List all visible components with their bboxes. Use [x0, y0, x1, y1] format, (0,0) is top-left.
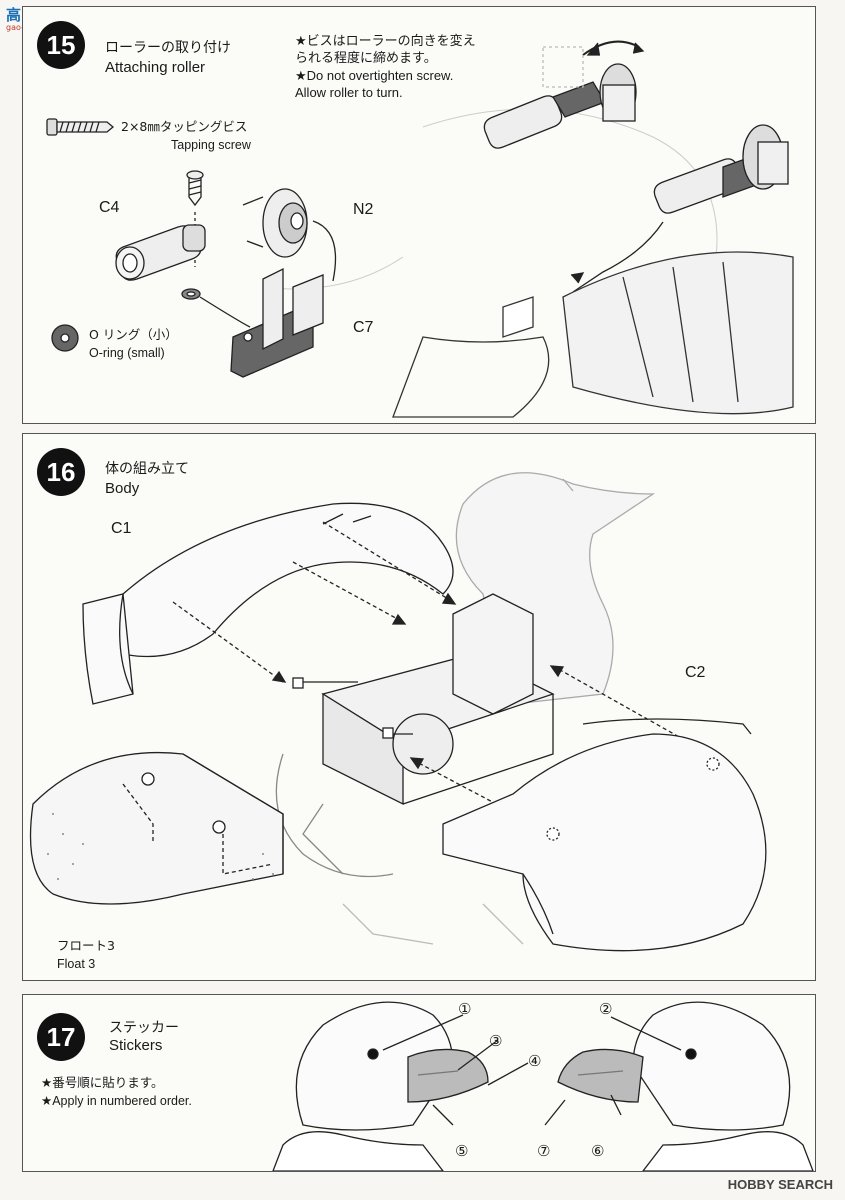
note-line-4: Allow roller to turn. [295, 85, 403, 100]
callout-2: ② [599, 1000, 613, 1018]
part-label-c7: C7 [353, 319, 374, 336]
step-16-panel: 16 体の組み立て Body C1 C2 フロート3 Float 3 [22, 433, 816, 981]
callout-3: ③ [489, 1032, 503, 1050]
step-15-illustration [46, 40, 794, 418]
o-ring-label-en: O-ring (small) [89, 346, 165, 360]
duck-neck-icon [392, 251, 794, 418]
step-16-title-en: Body [105, 480, 140, 497]
callout-7: ⑦ [537, 1142, 551, 1160]
step-16-illustration [29, 472, 767, 952]
float-label-jp: フロート3 [57, 938, 115, 953]
step-15-number: 15 [37, 21, 85, 69]
o-ring-icon [51, 288, 251, 352]
roller-rotation-icon [483, 40, 645, 149]
stickers-note-en: ★Apply in numbered order. [41, 1094, 192, 1108]
step-15-panel: 15 ローラーの取り付け Attaching roller ★ビスはローラーの向… [22, 6, 816, 424]
step-15-note: ★ビスはローラーの向きを変え られる程度に締めます。 ★Do not overt… [295, 33, 476, 101]
step-17-title-en: Stickers [109, 1037, 163, 1054]
callout-4: ④ [528, 1052, 542, 1070]
step-15-title-jp: ローラーの取り付け [105, 40, 231, 56]
duck-head-left-icon [272, 1001, 529, 1171]
screw-label-en: Tapping screw [171, 138, 251, 152]
vertical-screw-icon [186, 170, 204, 267]
c1-wing-part-icon [82, 502, 454, 705]
note-line-2: られる程度に締めます。 [295, 51, 437, 66]
float-label-en: Float 3 [57, 957, 96, 971]
screw-label-jp: 2×8㎜タッピングビス [121, 119, 248, 134]
part-label-c4: C4 [99, 199, 120, 216]
duck-head-right-icon [544, 1001, 814, 1171]
step-16-number: 16 [37, 448, 85, 496]
note-line-1: ★ビスはローラーの向きを変え [295, 34, 476, 49]
callout-6: ⑥ [591, 1142, 605, 1160]
step-17-panel: 17 ステッカー Stickers ★番号順に貼ります。 ★Apply in n… [22, 994, 816, 1172]
hobby-search-watermark: HOBBY SEARCH [727, 1177, 833, 1192]
assembled-roller-icon [570, 124, 789, 293]
part-label-c2: C2 [685, 664, 706, 681]
step-16-title-jp: 体の組み立て [105, 461, 189, 477]
tapping-screw-icon [46, 118, 115, 136]
step-17-number: 17 [37, 1013, 85, 1061]
callout-5: ⑤ [455, 1142, 469, 1160]
step-17-illustration [272, 1001, 814, 1171]
part-label-n2: N2 [353, 201, 374, 218]
callout-1: ① [458, 1000, 472, 1018]
note-line-3: ★Do not overtighten screw. [295, 68, 454, 83]
float-3-left-icon [29, 751, 284, 905]
o-ring-label-jp: O リング（小） [89, 327, 178, 342]
c7-bracket-icon [230, 267, 324, 378]
chassis-frame-icon [275, 593, 555, 878]
step-17-title-jp: ステッカー [109, 1020, 179, 1036]
assembly-arrows-icon [172, 521, 714, 835]
c2-wing-part-icon [442, 718, 767, 952]
part-label-c1: C1 [111, 520, 132, 537]
c4-part-icon [115, 224, 206, 281]
stickers-note-jp: ★番号順に貼ります。 [41, 1075, 164, 1090]
step-15-title-en: Attaching roller [105, 59, 206, 76]
n2-roller-icon [242, 188, 337, 282]
duck-feet-ghost-icon [342, 903, 524, 945]
